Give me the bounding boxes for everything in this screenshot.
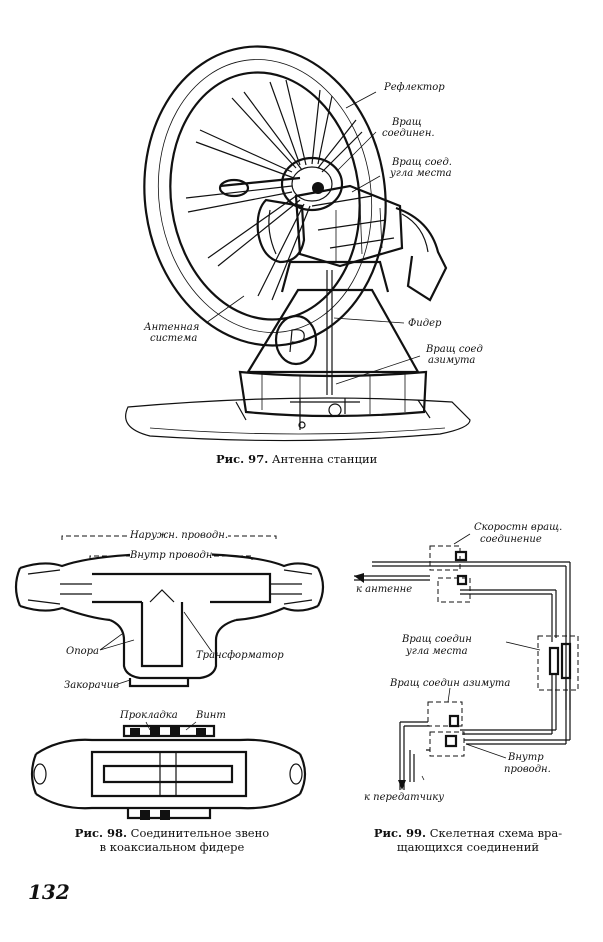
caption-fig-98-number: Рис. 98. bbox=[74, 826, 127, 840]
label-inner-conductor-2: проводн. bbox=[504, 764, 551, 775]
label-antenna-system: Антенная bbox=[144, 322, 200, 333]
label-to-antenna: к антенне bbox=[356, 584, 413, 595]
label-gasket: Прокладка bbox=[120, 710, 178, 721]
label-short-circuit: Закорачив bbox=[64, 680, 120, 691]
label-rotary-joint-2: соединен. bbox=[382, 128, 435, 139]
caption-fig-98-line2: в коаксиальном фидере bbox=[99, 840, 245, 854]
caption-fig-99-number: Рис. 99. bbox=[373, 826, 427, 840]
label-elevation-joint: Вращ соедин bbox=[402, 634, 472, 645]
label-high-speed-joint: Скоростн вращ. bbox=[474, 522, 563, 533]
label-inner-conductor: Внутр bbox=[508, 752, 544, 763]
caption-fig-97-text: Антенна станции bbox=[271, 452, 378, 466]
label-azimuth-joint-2: азимута bbox=[428, 355, 476, 366]
label-transformer: Трансформатор bbox=[196, 650, 284, 661]
label-azimuth-joint: Вращ соед bbox=[426, 344, 483, 355]
figure-98: Наружн. проводн. Внутр проводн Опора Тра… bbox=[0, 490, 330, 870]
caption-fig-99-line1: Скелетная схема вра- bbox=[429, 826, 563, 840]
page-number: 132 bbox=[28, 880, 70, 904]
label-elevation-joint-2: угла места bbox=[390, 168, 452, 179]
label-elevation-joint: Вращ соед. bbox=[392, 157, 452, 168]
label-inner-conductor: Внутр проводн bbox=[130, 550, 213, 561]
label-to-transmitter: к передатчику bbox=[364, 792, 445, 803]
caption-fig-99: Рис. 99. Скелетная схема вра- щающихся с… bbox=[358, 826, 578, 854]
label-screw: Винт bbox=[196, 710, 226, 721]
figure-99: Скоростн вращ. соединение к антенне Вращ… bbox=[330, 490, 603, 870]
label-elevation-joint-2: угла места bbox=[406, 646, 468, 657]
caption-fig-97-number: Рис. 97. bbox=[216, 452, 269, 466]
figure-98-drawing bbox=[14, 535, 325, 820]
label-antenna-system-2: система bbox=[150, 333, 198, 344]
label-support: Опора bbox=[66, 646, 100, 657]
caption-fig-99-line2: щающихся соединений bbox=[396, 840, 540, 854]
label-outer-conductor: Наружн. проводн. bbox=[130, 530, 229, 541]
label-azimuth-joint: Вращ соедин азимута bbox=[390, 678, 511, 689]
label-rotary-joint: Вращ bbox=[392, 117, 422, 128]
label-reflector: Рефлектор bbox=[384, 82, 445, 93]
label-feeder: Фидер bbox=[408, 318, 442, 329]
figure-99-drawing bbox=[354, 533, 579, 790]
caption-fig-97: Рис. 97. Антенна станции bbox=[216, 452, 377, 466]
figure-97: Рефлектор Вращ соединен. Вращ соед. угла… bbox=[125, 45, 483, 466]
caption-fig-98-line1: Соединительное звено bbox=[130, 826, 270, 840]
caption-fig-98: Рис. 98. Соединительное звено в коаксиал… bbox=[62, 826, 282, 854]
label-high-speed-joint-2: соединение bbox=[480, 534, 542, 545]
figure-97-drawing bbox=[125, 45, 471, 442]
